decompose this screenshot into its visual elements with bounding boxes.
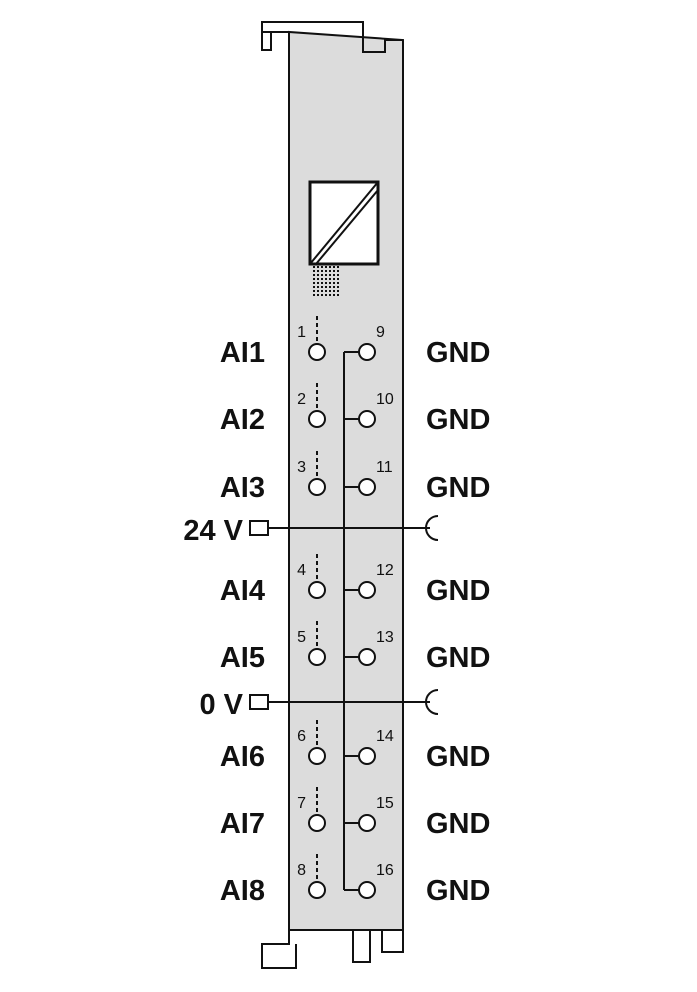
channel-label: AI3 [220,472,265,504]
ground-label: GND [426,741,490,773]
ground-terminal[interactable] [358,478,376,496]
ground-pin-number: 16 [376,862,394,879]
ground-terminal[interactable] [358,343,376,361]
signal-terminal[interactable] [308,410,326,428]
supply-rail-0v [249,689,439,715]
analog-digital-converter-icon [308,180,380,266]
ground-terminal[interactable] [358,648,376,666]
signal-pin-number: 4 [297,562,306,579]
ground-pin-number: 11 [376,459,393,476]
supply-label-24v: 24 V [183,515,243,547]
signal-pin-number: 6 [297,728,306,745]
channel-label: AI5 [220,642,265,674]
ground-pin-number: 15 [376,795,394,812]
ground-pin-number: 12 [376,562,394,579]
signal-terminal[interactable] [308,814,326,832]
ground-pin-number: 9 [376,324,385,341]
signal-terminal[interactable] [308,881,326,899]
signal-pin-number: 5 [297,629,306,646]
channel-label: AI2 [220,404,265,436]
ground-terminal[interactable] [358,814,376,832]
signal-pin-number: 8 [297,862,306,879]
bus-connector-icon [313,266,339,296]
ground-terminal[interactable] [358,747,376,765]
channel-label: AI8 [220,875,265,907]
ground-label: GND [426,575,490,607]
ground-pin-number: 13 [376,629,394,646]
ground-terminal[interactable] [358,881,376,899]
signal-pin-number: 3 [297,459,306,476]
ground-pin-number: 10 [376,391,394,408]
signal-terminal[interactable] [308,343,326,361]
signal-terminal[interactable] [308,581,326,599]
signal-pin-number: 7 [297,795,306,812]
channel-label: AI1 [220,337,265,369]
ground-terminal[interactable] [358,581,376,599]
ground-label: GND [426,875,490,907]
ground-pin-number: 14 [376,728,394,745]
bottom-latch [261,930,404,969]
ground-terminal[interactable] [358,410,376,428]
signal-pin-number: 2 [297,391,306,408]
signal-pin-number: 1 [297,324,306,341]
ground-label: GND [426,337,490,369]
signal-terminal[interactable] [308,648,326,666]
channel-label: AI6 [220,741,265,773]
ground-label: GND [426,472,490,504]
supply-label-0v: 0 V [199,689,243,721]
supply-rail-24v [249,515,439,541]
ground-label: GND [426,808,490,840]
ground-label: GND [426,404,490,436]
ground-label: GND [426,642,490,674]
signal-terminal[interactable] [308,478,326,496]
channel-label: AI7 [220,808,265,840]
top-latch [261,21,403,53]
channel-label: AI4 [220,575,265,607]
signal-terminal[interactable] [308,747,326,765]
